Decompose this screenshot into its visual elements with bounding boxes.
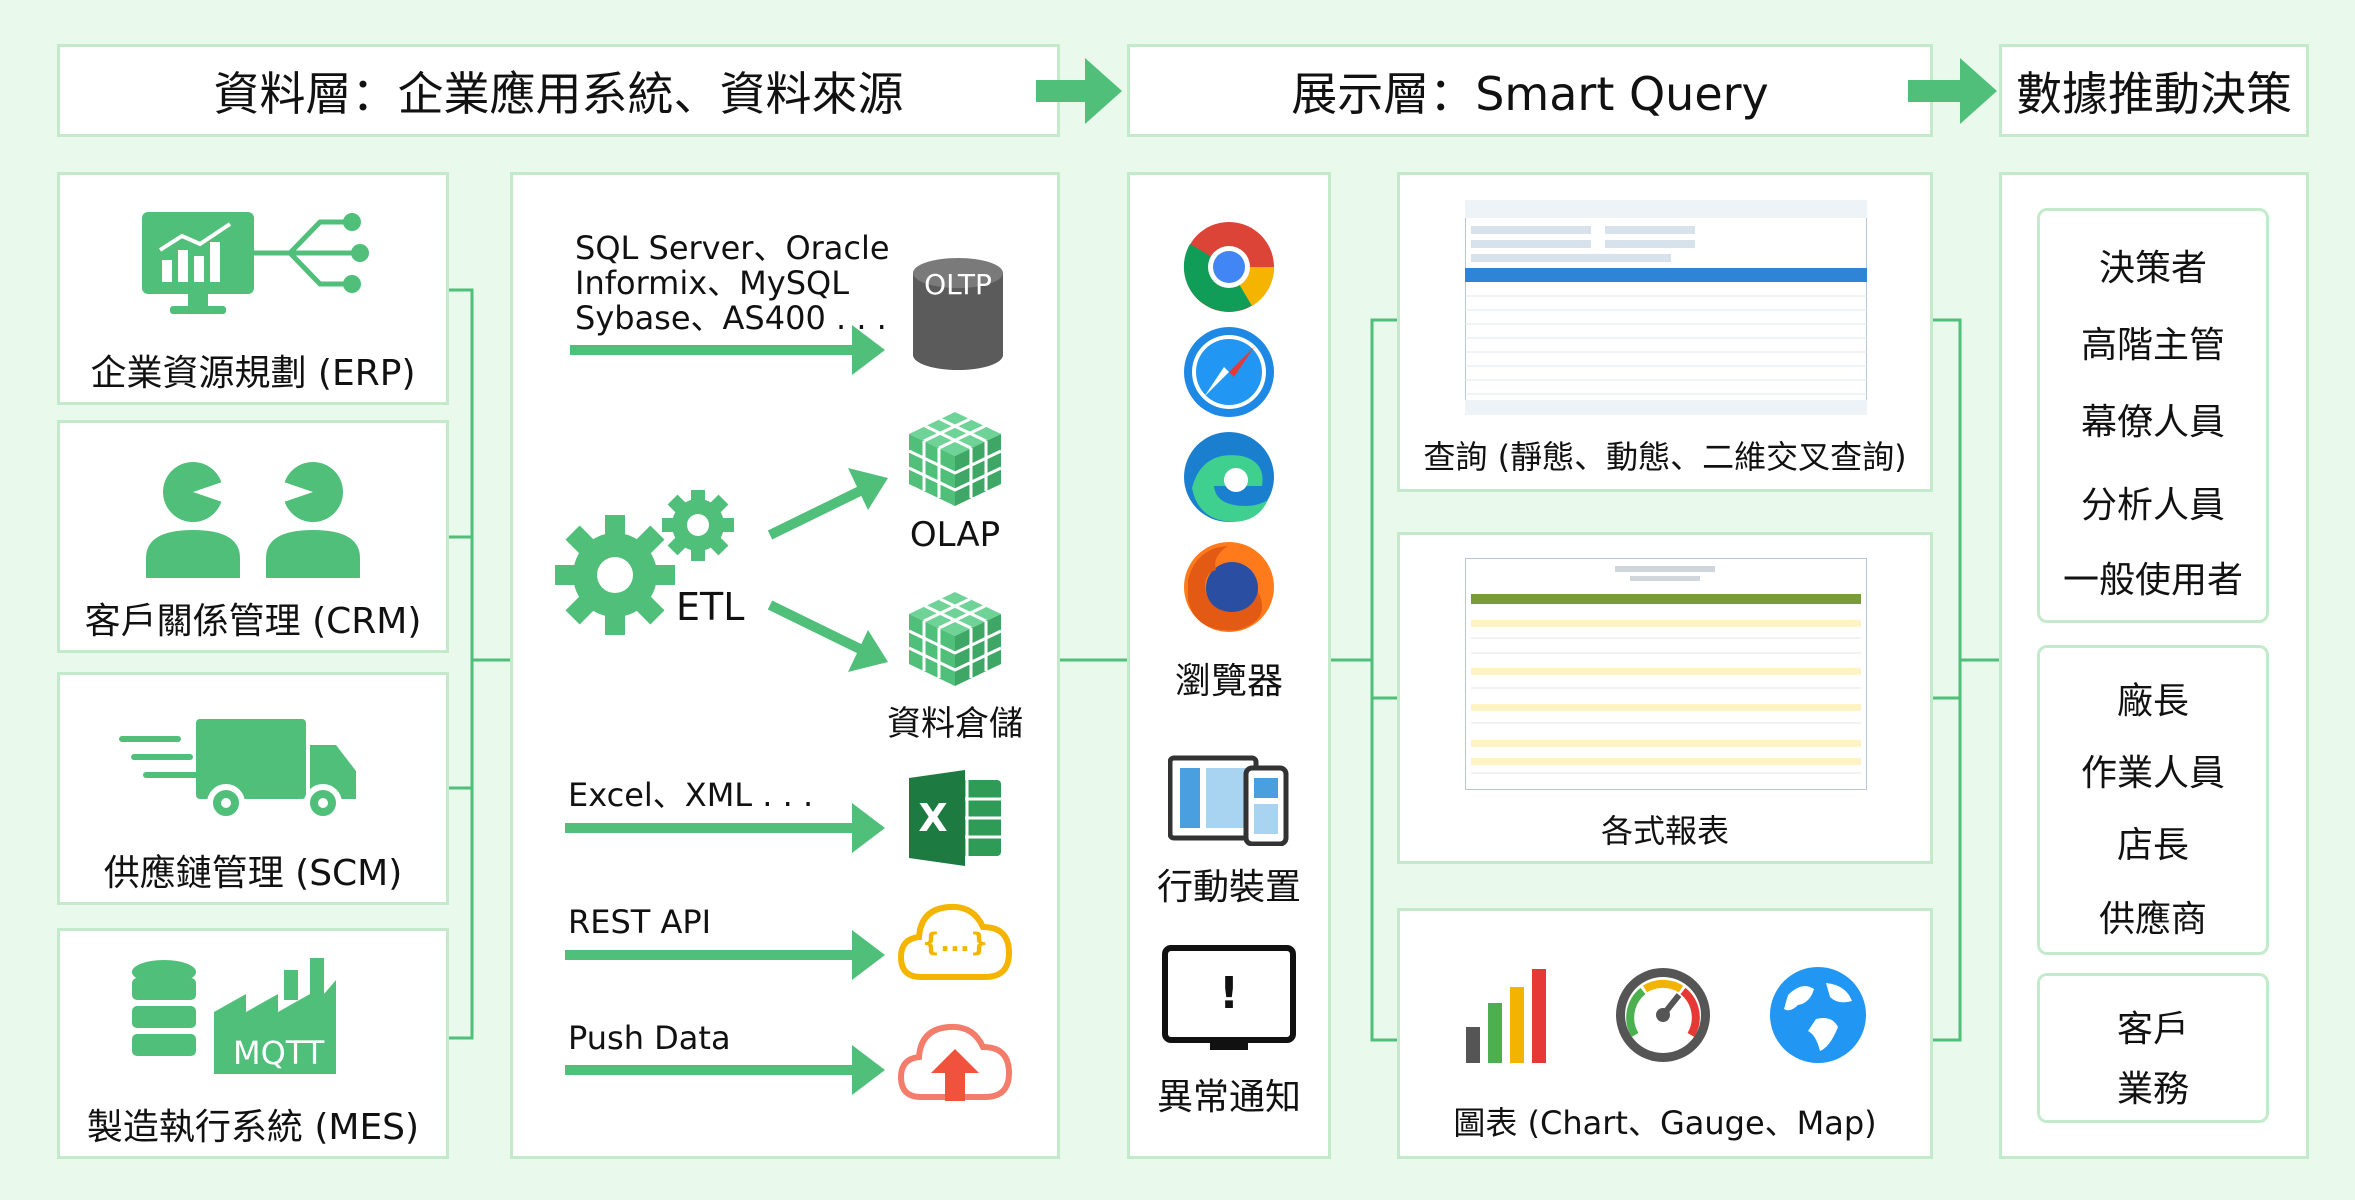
push-label: Push Data xyxy=(568,1019,731,1057)
safari-icon xyxy=(1184,327,1274,417)
outputs-right-bracket xyxy=(1933,318,1999,1042)
olap-cube-icon xyxy=(908,412,1002,506)
arrow-header-1 xyxy=(1036,58,1122,124)
world-map-icon xyxy=(1770,967,1866,1063)
bar-chart-icon xyxy=(1466,969,1546,1063)
system-label-crm: 客戶關係管理 (CRM) xyxy=(84,601,422,642)
chart-label: 圖表 (Chart、Gauge、Map) xyxy=(1453,1104,1877,1142)
mes-factory-icon xyxy=(132,958,336,1074)
warehouse-cube-icon xyxy=(908,592,1002,686)
alert-label: 異常通知 xyxy=(1156,1077,1301,1118)
api-glyph: {...} xyxy=(921,928,989,958)
role-label: 店長 xyxy=(2116,825,2189,866)
firefox-icon xyxy=(1184,542,1274,632)
report-label: 各式報表 xyxy=(1600,812,1729,850)
push-cloud-icon xyxy=(897,1023,1013,1101)
etl-label: ETL xyxy=(676,585,745,629)
systems-bracket xyxy=(449,288,510,1040)
oltp-label: OLTP xyxy=(924,268,992,301)
role-label: 決策者 xyxy=(2098,248,2207,289)
scm-truck-icon xyxy=(119,719,356,822)
mobile-label: 行動裝置 xyxy=(1156,867,1301,908)
role-label: 分析人員 xyxy=(2080,485,2225,526)
oltp-database-icon xyxy=(913,258,1003,370)
system-label-erp: 企業資源規劃 (ERP) xyxy=(90,353,416,394)
erp-monitor-chart-icon xyxy=(142,212,369,314)
header-display-layer: 展示層：Smart Query xyxy=(1127,44,1933,137)
system-label-mes: 製造執行系統 (MES) xyxy=(86,1107,420,1148)
header-decision: 數據推動決策 xyxy=(1999,44,2309,137)
role-label: 幕僚人員 xyxy=(2080,402,2225,443)
role-label: 廠長 xyxy=(2116,681,2189,722)
warehouse-label: 資料倉儲 xyxy=(887,704,1023,744)
decision-group-3: 客戶 業務 xyxy=(2037,973,2269,1123)
mqtt-label: MQTT xyxy=(233,1034,325,1072)
role-label: 業務 xyxy=(2116,1069,2189,1110)
excel-label: Excel、XML . . . xyxy=(568,776,814,814)
chrome-icon xyxy=(1183,222,1275,312)
decision-group-1: 決策者 高階主管 幕僚人員 分析人員 一般使用者 xyxy=(2037,208,2269,623)
query-table-thumbnail xyxy=(1465,200,1867,415)
header-display-layer-text: 展示層：Smart Query xyxy=(1291,66,1769,121)
role-label: 客戶 xyxy=(2116,1009,2189,1050)
etl-gears-icon xyxy=(555,490,734,635)
arrow-etl-olap xyxy=(767,485,865,540)
db-line: SQL Server、Oracle xyxy=(575,229,890,267)
olap-label: OLAP xyxy=(909,515,1001,555)
outputs-left-bracket xyxy=(1370,318,1397,1042)
system-label-scm: 供應鏈管理 (SCM) xyxy=(103,853,403,894)
db-line: Informix、MySQL xyxy=(575,264,850,302)
arrow-header-2 xyxy=(1908,58,1997,124)
role-label: 供應商 xyxy=(2098,899,2207,940)
gauge-icon xyxy=(1616,968,1710,1062)
system-panel-crm xyxy=(57,420,449,653)
role-label: 一般使用者 xyxy=(2062,560,2243,601)
role-label: 作業人員 xyxy=(2080,753,2225,794)
arrow-etl-warehouse xyxy=(767,600,865,655)
alert-glyph: ! xyxy=(1218,968,1240,1019)
excel-icon xyxy=(909,770,1001,866)
role-label: 高階主管 xyxy=(2080,325,2225,366)
header-decision-text: 數據推動決策 xyxy=(2016,66,2292,121)
query-label: 查詢 (靜態、動態、二維交叉查詢) xyxy=(1423,438,1907,476)
api-cloud-icon xyxy=(897,903,1013,980)
header-data-layer-text: 資料層：企業應用系統、資料來源 xyxy=(213,66,904,121)
db-line: Sybase、AS400 . . . xyxy=(575,299,887,337)
edge-icon xyxy=(1184,432,1274,522)
excel-letter: X xyxy=(918,796,948,840)
mobile-device-icon xyxy=(1168,755,1289,846)
alert-monitor-icon xyxy=(1162,945,1296,1050)
header-data-layer: 資料層：企業應用系統、資料來源 xyxy=(57,44,1060,137)
rest-label: REST API xyxy=(568,903,712,941)
report-thumbnail xyxy=(1465,558,1867,790)
browser-label: 瀏覽器 xyxy=(1174,661,1283,702)
crm-people-icon xyxy=(146,462,360,578)
decision-group-2: 廠長 作業人員 店長 供應商 xyxy=(2037,645,2269,955)
